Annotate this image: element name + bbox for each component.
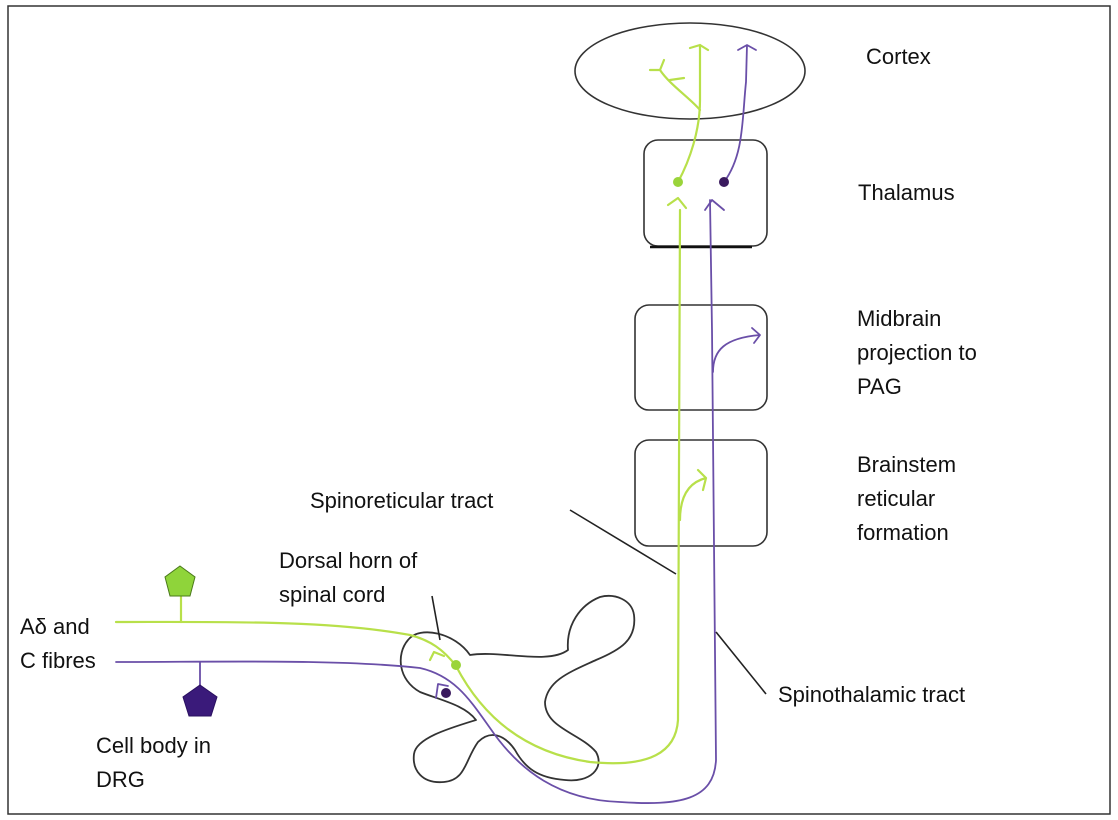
spinothalamic-pointer [716,632,766,694]
dorsal-horn-label-line1: Dorsal horn of [279,548,418,573]
spinothalamic-branch-midbrain [713,328,760,372]
thalamocortical-fibre [724,45,756,182]
midbrain-label-line3: PAG [857,374,902,399]
spinothalamic-label: Spinothalamic tract [778,682,965,707]
cortex-green-branch-left [650,60,700,110]
spinoreticular-terminal-thalamus [668,198,686,208]
thalamus-region [644,140,767,246]
dorsal-horn-green-terminal [430,652,444,660]
cell-body-label-line2: DRG [96,767,145,792]
midbrain-label-line1: Midbrain [857,306,941,331]
thalamocortical-green-fibre [678,45,708,182]
spinoreticular-pathway [116,45,708,763]
dorsal-horn-green-soma [451,660,461,670]
thalamus-green-soma [673,177,683,187]
midbrain-label-line2: projection to [857,340,977,365]
drg-cell-body-green-icon [165,566,195,596]
dorsal-horn-purple-soma [441,688,451,698]
spinothalamic-terminal-thalamus [705,200,724,210]
brainstem-label-line1: Brainstem [857,452,956,477]
drg-cell-body-purple-icon [183,685,217,716]
midbrain-region [635,305,767,410]
thalamus-label: Thalamus [858,180,955,205]
fibres-label-line2: C fibres [20,648,96,673]
brainstem-region [635,440,767,546]
dorsal-horn-label-line2: spinal cord [279,582,385,607]
spinoreticular-label: Spinoreticular tract [310,488,493,513]
cell-body-label-line1: Cell body in [96,733,211,758]
cortex-region [575,23,805,119]
spinal-cord-outline [401,596,635,782]
thalamus-purple-soma [719,177,729,187]
spinoreticular-branch-brainstem [680,470,706,520]
spinoreticular-pointer [570,510,676,574]
brainstem-label-line3: formation [857,520,949,545]
spinothalamic-pathway [116,45,760,803]
cortex-label: Cortex [866,44,931,69]
brainstem-label-line2: reticular [857,486,935,511]
fibres-label-line1: Aδ and [20,614,90,639]
